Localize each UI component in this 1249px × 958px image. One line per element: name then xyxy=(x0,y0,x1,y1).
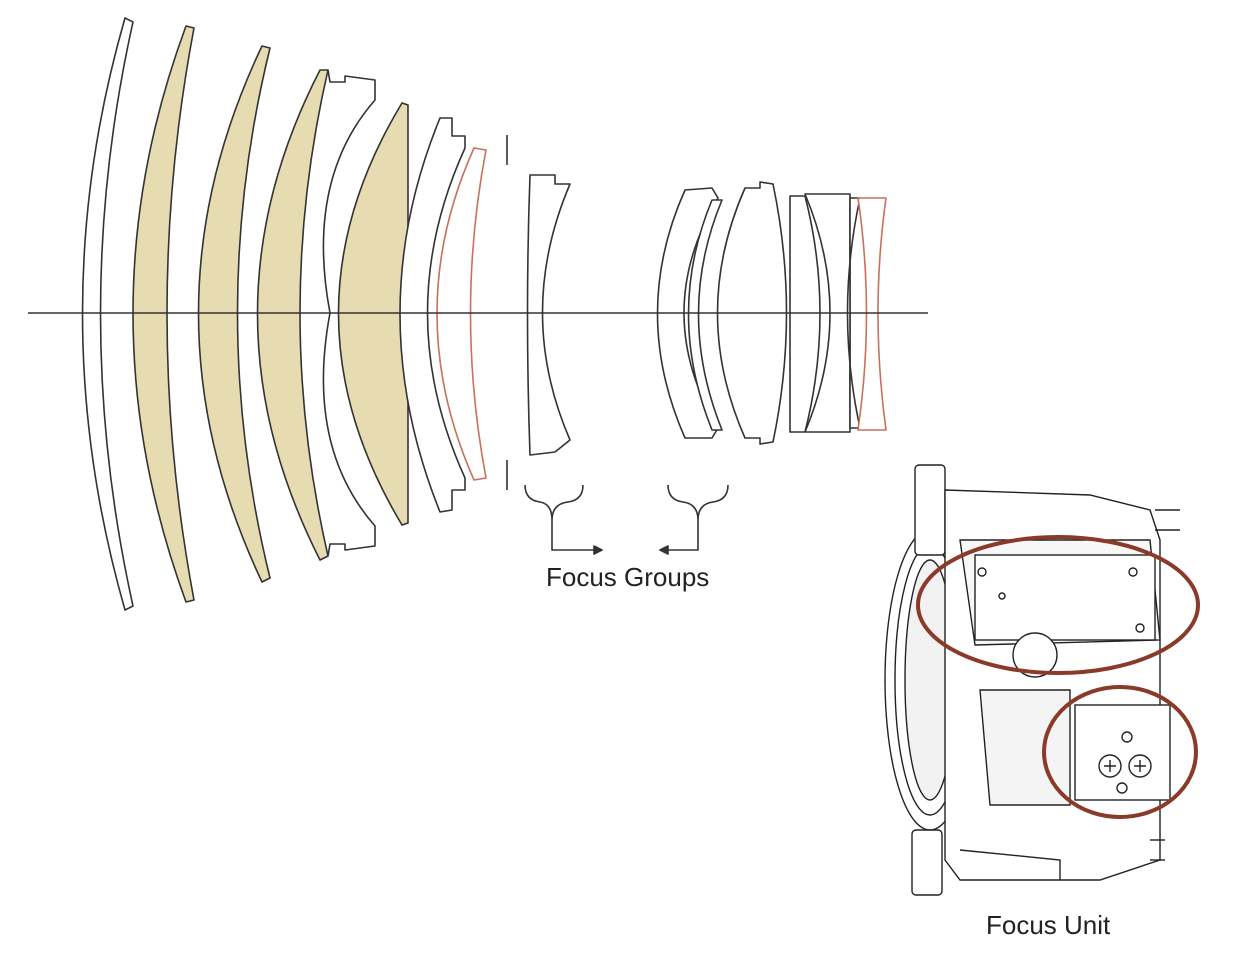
lens-element-3 xyxy=(197,45,271,583)
arrow-left-icon xyxy=(659,545,669,555)
focus-lens-element-2 xyxy=(526,174,571,456)
focus-group-bracket-1 xyxy=(524,484,595,551)
focus-lens-element-1 xyxy=(436,147,487,481)
lens-element-11 xyxy=(804,193,851,433)
focus-group-bracket-2 xyxy=(667,484,729,551)
focus-lens-element-3 xyxy=(857,197,887,431)
highlight-ellipse-top xyxy=(916,535,1200,675)
highlight-ellipse-bottom xyxy=(1042,685,1198,819)
lens-element-8 xyxy=(687,199,723,431)
focus-unit-label: Focus Unit xyxy=(986,910,1111,940)
lens-element-5 xyxy=(337,102,409,526)
arrow-right-icon xyxy=(593,545,603,555)
lens-element-7 xyxy=(656,187,719,439)
lens-element-2 xyxy=(132,25,195,603)
lens-element-4 xyxy=(256,69,329,561)
lens-element-1 xyxy=(81,17,134,611)
focus-groups-label: Focus Groups xyxy=(546,562,710,592)
focus-unit-drawing xyxy=(884,464,1180,896)
lens-element-10 xyxy=(789,195,821,433)
lens-element-6 xyxy=(399,117,466,513)
